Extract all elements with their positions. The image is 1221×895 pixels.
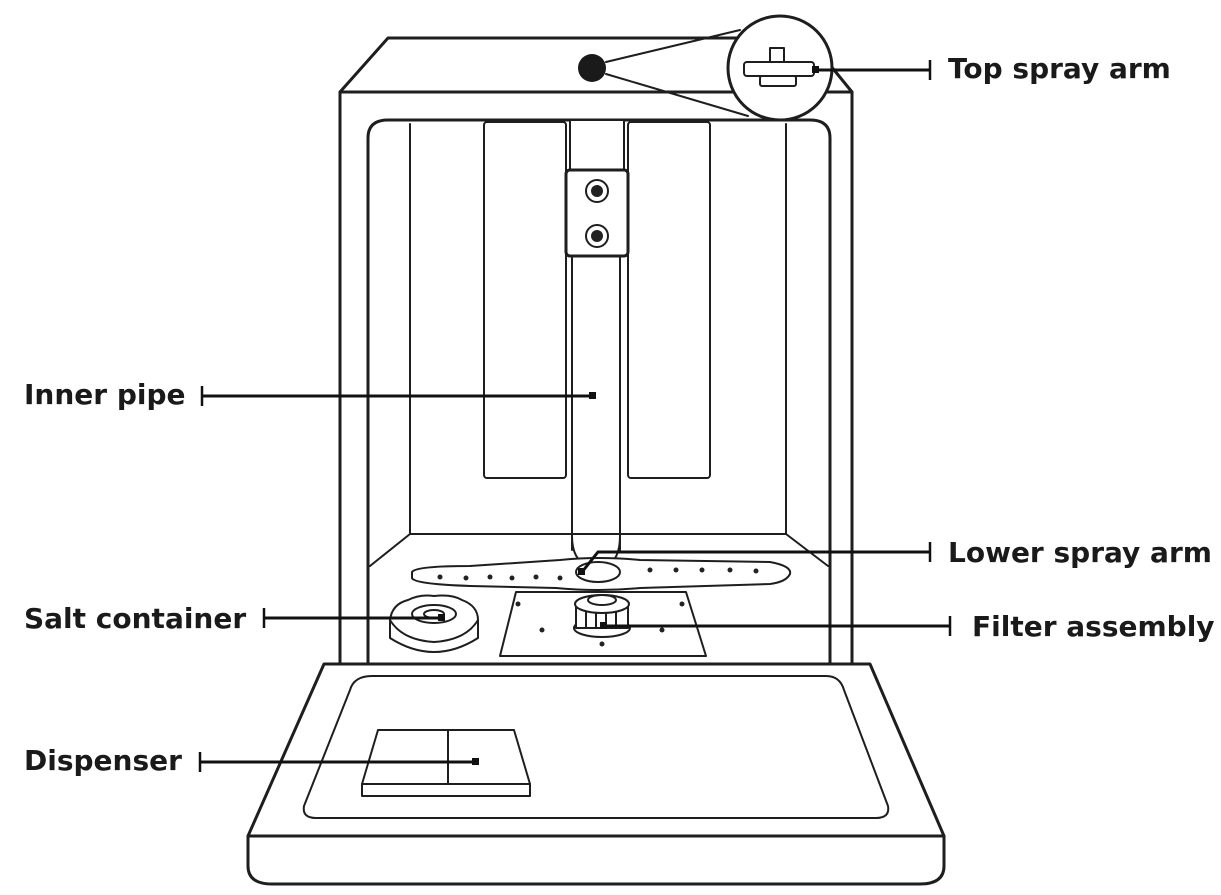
- dishwasher-door: [246, 662, 946, 886]
- label-top-spray-arm: Top spray arm: [948, 52, 1171, 85]
- callout-top-spray-arm: Top spray arm: [818, 52, 1171, 85]
- label-inner-pipe: Inner pipe: [24, 378, 186, 411]
- label-salt-container: Salt container: [24, 602, 246, 635]
- label-lower-spray-arm: Lower spray arm: [948, 536, 1212, 569]
- inner-pipe: [564, 119, 630, 567]
- callout-lower-spray-arm: Lower spray arm: [578, 536, 1212, 575]
- label-filter-assembly: Filter assembly: [972, 610, 1215, 643]
- dispenser: [361, 729, 531, 797]
- callout-inner-pipe: Inner pipe: [24, 378, 596, 411]
- top-spray-arm-magnifier: [578, 14, 834, 122]
- label-dispenser: Dispenser: [24, 744, 182, 777]
- salt-container: [389, 594, 479, 653]
- callout-salt-container: Salt container: [24, 602, 440, 635]
- callout-filter-assembly: Filter assembly: [600, 610, 1215, 643]
- callout-dispenser: Dispenser: [24, 744, 474, 777]
